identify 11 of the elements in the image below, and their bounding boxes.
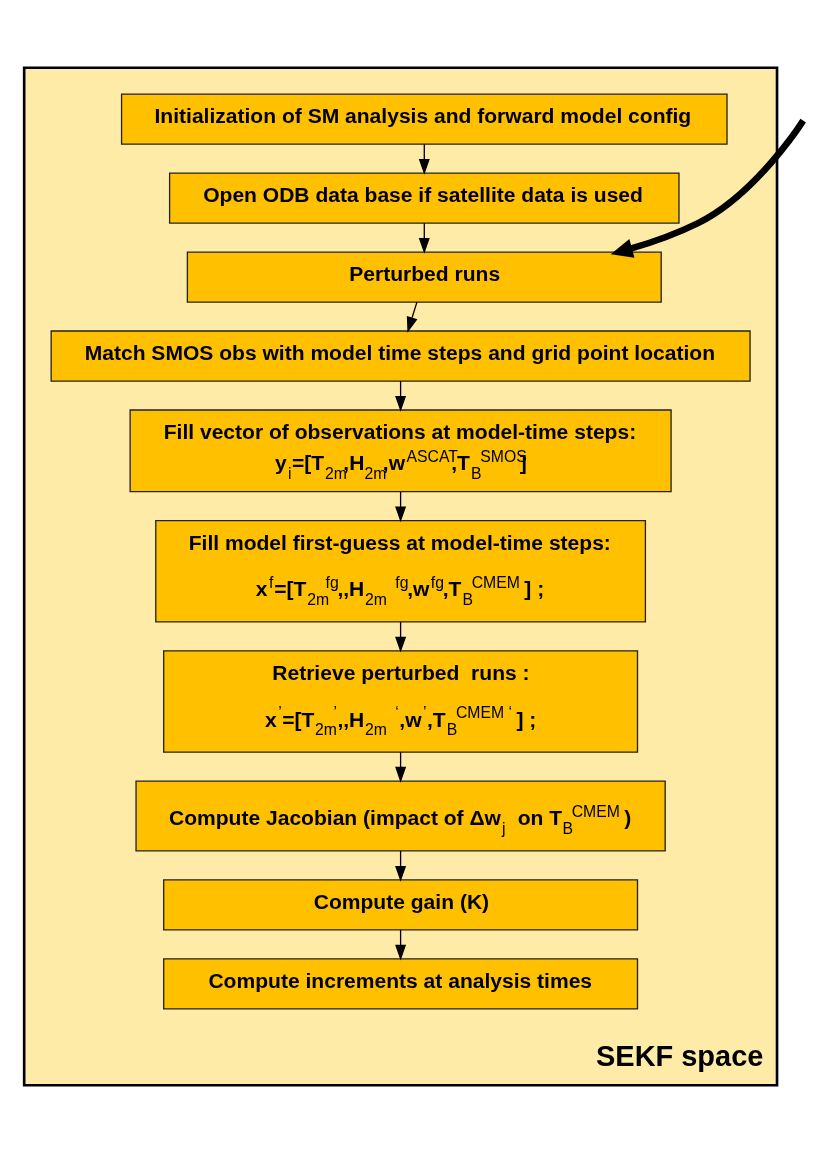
node-box: Compute increments at analysis times <box>163 957 639 1010</box>
node-box: Compute gain (K) <box>163 878 639 931</box>
node-box: Fill model first-guess at model-time steps: x$^{f}$=[T$_{2m}$$^{fg}$,,H$_{2m}$ $^{fg}$,w$^{fg}$,T$_{B}$$^{CMEM}$ ] ; <box>155 519 647 623</box>
node-box: Initialization of SM analysis and forward model config <box>120 92 728 145</box>
node-box: Perturbed runs <box>186 250 662 303</box>
node-box: Open ODB data base if satellite data is used <box>168 171 680 224</box>
arrow <box>610 118 806 258</box>
node-box: Retrieve perturbed runs : x$^{’}$=[T$_{2m}$$^{’}$,,H$_{2m}$ $^{‘}$,w$^{’}$,T$_{B}$$^{CMEM ‘}$ ] ; <box>163 649 639 753</box>
arrow <box>406 300 418 333</box>
node-box: Compute Jacobian (impact of Δw$_{j}$ on T$_{B}$$^{CMEM}$ ) <box>135 780 666 852</box>
node-box: Match SMOS obs with model time steps and grid point location <box>50 329 751 382</box>
